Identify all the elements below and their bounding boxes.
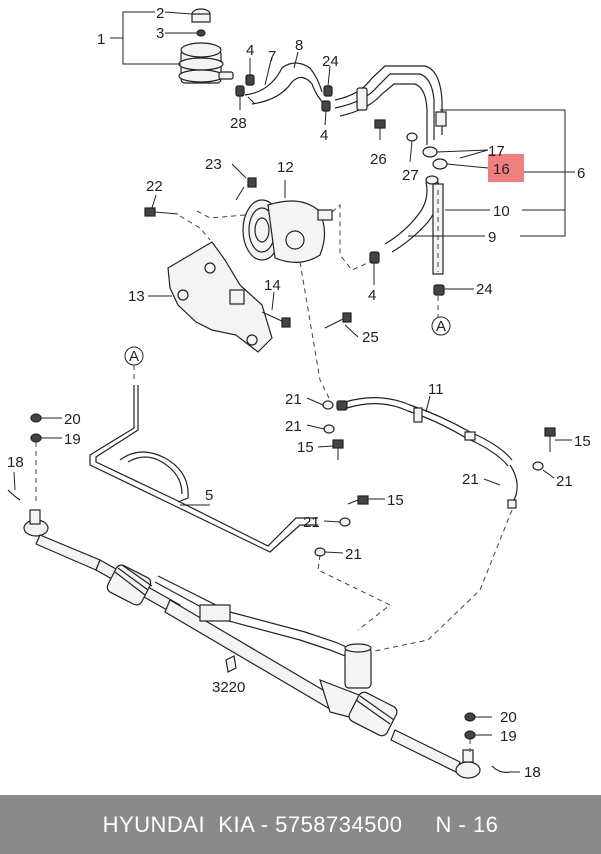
pressure-pipe-assembly xyxy=(334,65,447,145)
footer-part-number: HYUNDAI KIA - 5758734500 N - 16 xyxy=(102,811,499,837)
label-part-1: 1 xyxy=(97,31,105,48)
label-part-16: 16 xyxy=(493,161,510,178)
parts-diagram: A A xyxy=(7,5,591,781)
label-part-9: 9 xyxy=(488,229,496,246)
hose-9 xyxy=(384,175,440,253)
steering-gear-box xyxy=(23,509,481,779)
power-steering-pump xyxy=(242,199,333,263)
pump-bracket xyxy=(167,241,273,353)
label-part-22: 22 xyxy=(146,178,163,195)
bolt-15-middle xyxy=(332,439,344,460)
label-part-4-low: 4 xyxy=(368,287,376,304)
label-part-2: 2 xyxy=(156,5,164,22)
label-part-21-b: 21 xyxy=(285,418,302,435)
label-part-20-left: 20 xyxy=(64,411,81,428)
reservoir-assembly xyxy=(178,8,234,84)
label-part-21-e: 21 xyxy=(303,514,320,531)
label-part-10: 10 xyxy=(493,203,510,220)
bolt-22 xyxy=(144,207,179,217)
label-part-15-c: 15 xyxy=(387,492,404,509)
label-part-5: 5 xyxy=(205,487,213,504)
label-part-24-top: 24 xyxy=(322,53,339,70)
label-part-15-a: 15 xyxy=(297,439,314,456)
pressure-hose-11 xyxy=(336,397,518,509)
label-part-4-top: 4 xyxy=(246,42,254,59)
label-part-23: 23 xyxy=(205,156,222,173)
return-hose xyxy=(244,62,327,107)
pipe-10 xyxy=(432,183,444,275)
bolt-14 xyxy=(261,311,291,328)
label-part-14: 14 xyxy=(264,277,281,294)
label-part-19-left: 19 xyxy=(64,431,81,448)
label-part-26: 26 xyxy=(370,151,387,168)
label-part-28: 28 xyxy=(230,115,247,132)
label-part-17: 17 xyxy=(488,143,505,160)
label-part-21-a: 21 xyxy=(285,391,302,408)
ref-a-upper-label: A xyxy=(436,318,446,335)
label-part-21-f: 21 xyxy=(345,546,362,563)
label-part-3220: 3220 xyxy=(212,679,245,696)
label-part-6: 6 xyxy=(577,165,585,182)
label-part-18-left: 18 xyxy=(7,454,24,471)
label-part-21-d: 21 xyxy=(556,473,573,490)
label-part-18-right: 18 xyxy=(524,764,541,781)
label-part-13: 13 xyxy=(128,288,145,305)
footer-bar: HYUNDAI KIA - 5758734500 N - 16 xyxy=(0,795,601,854)
bolt-15-right xyxy=(544,427,556,452)
bolt-26 xyxy=(374,119,386,140)
label-part-21-c: 21 xyxy=(462,471,479,488)
label-part-19-right: 19 xyxy=(500,728,517,745)
label-part-11: 11 xyxy=(428,381,444,398)
reference-a-upper: A xyxy=(431,316,451,336)
bolt-25 xyxy=(324,312,352,329)
label-part-12: 12 xyxy=(277,159,294,176)
label-part-4-mid: 4 xyxy=(320,127,328,144)
label-part-15-b: 15 xyxy=(574,433,591,450)
gear-box-icon xyxy=(225,655,237,673)
bolt-15-lower xyxy=(347,495,369,505)
label-part-20-right: 20 xyxy=(500,709,517,726)
label-part-3: 3 xyxy=(156,25,164,42)
return-pipe-5 xyxy=(89,385,318,553)
label-part-25: 25 xyxy=(362,329,379,346)
reference-a-lower: A xyxy=(124,346,144,366)
label-part-8: 8 xyxy=(295,37,303,54)
bolt-23 xyxy=(235,177,257,201)
ref-a-lower-label: A xyxy=(129,348,139,365)
highlight-box-16 xyxy=(488,154,524,182)
label-part-27: 27 xyxy=(402,167,419,184)
label-part-7: 7 xyxy=(268,48,276,65)
hose-clamps-upper-left xyxy=(235,74,255,97)
label-part-24-bottom: 24 xyxy=(476,281,493,298)
